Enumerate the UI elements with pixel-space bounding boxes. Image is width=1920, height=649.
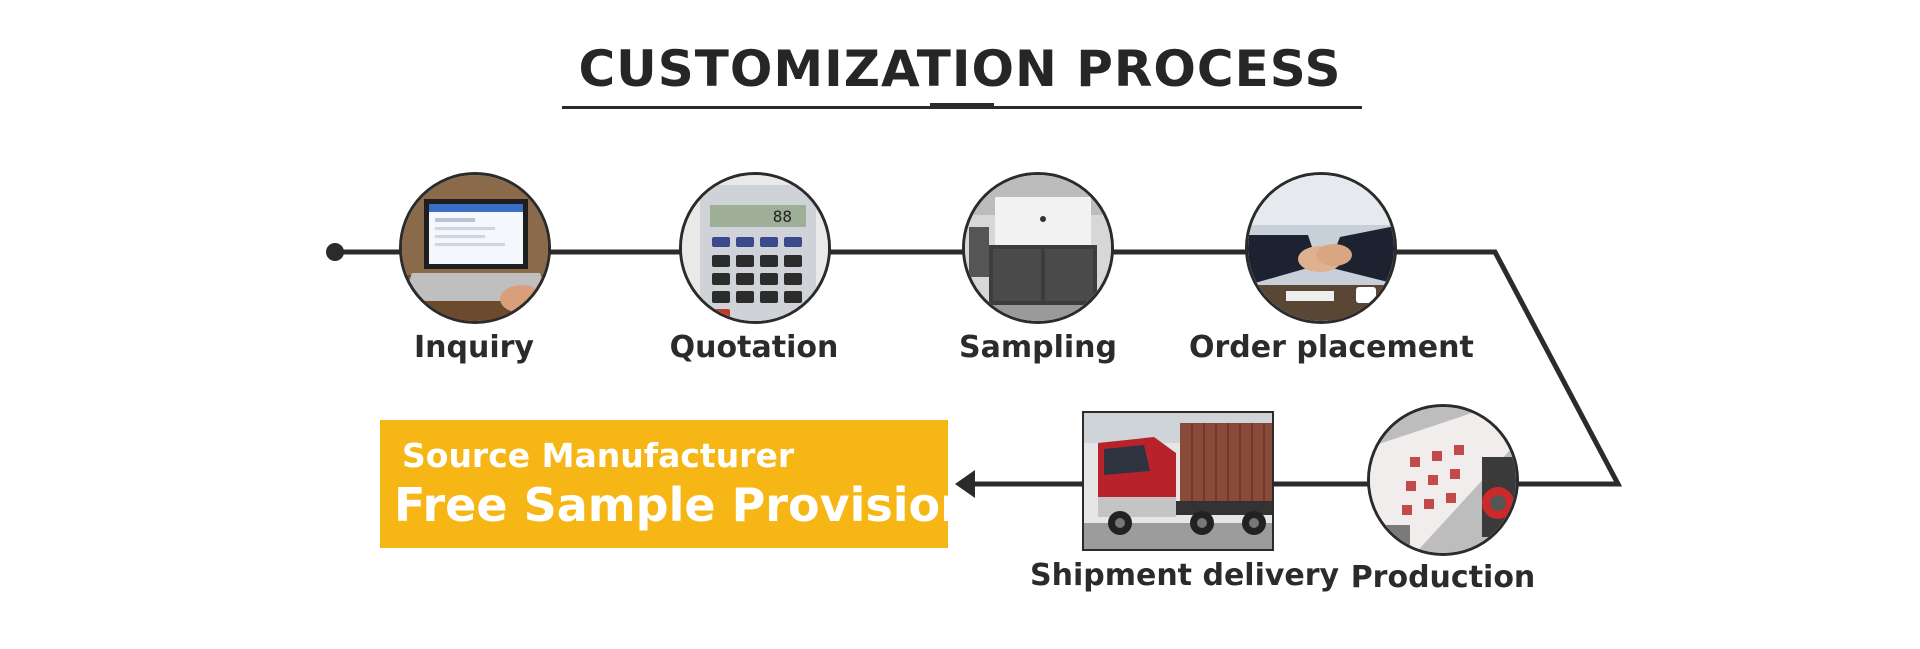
- step-label-order-placement: Order placement: [1189, 330, 1474, 365]
- banner-headline: Free Sample Provision: [394, 478, 973, 532]
- step-label-production: Production: [1350, 560, 1536, 595]
- flow-arrowhead: [955, 470, 975, 498]
- step-inquiry-image: [399, 172, 551, 324]
- banner-subtitle: Source Manufacturer: [402, 436, 795, 475]
- calculator-photo-icon: 88: [682, 175, 828, 321]
- step-production-image: [1367, 404, 1519, 556]
- step-sampling-image: [962, 172, 1114, 324]
- free-sample-banner: Source Manufacturer Free Sample Provisio…: [380, 420, 973, 548]
- step-shipment-delivery-image: [1082, 411, 1274, 551]
- printer-machine-photo-icon: [965, 175, 1111, 321]
- production-machine-photo-icon: [1370, 407, 1516, 553]
- step-label-shipment-delivery: Shipment delivery: [1030, 558, 1340, 593]
- step-order-placement-image: [1245, 172, 1397, 324]
- step-label-quotation: Quotation: [669, 330, 839, 365]
- laptop-photo-icon: [402, 175, 548, 321]
- title-underline-accent: [930, 103, 994, 109]
- step-quotation-image: 88: [679, 172, 831, 324]
- step-label-sampling: Sampling: [959, 330, 1117, 365]
- flow-path: [335, 249, 1623, 487]
- svg-text:88: 88: [773, 207, 792, 226]
- handshake-photo-icon: [1248, 175, 1394, 321]
- truck-photo-icon: [1084, 413, 1272, 549]
- step-label-inquiry: Inquiry: [414, 330, 534, 365]
- page-title: CUSTOMIZATION PROCESS: [578, 40, 1342, 98]
